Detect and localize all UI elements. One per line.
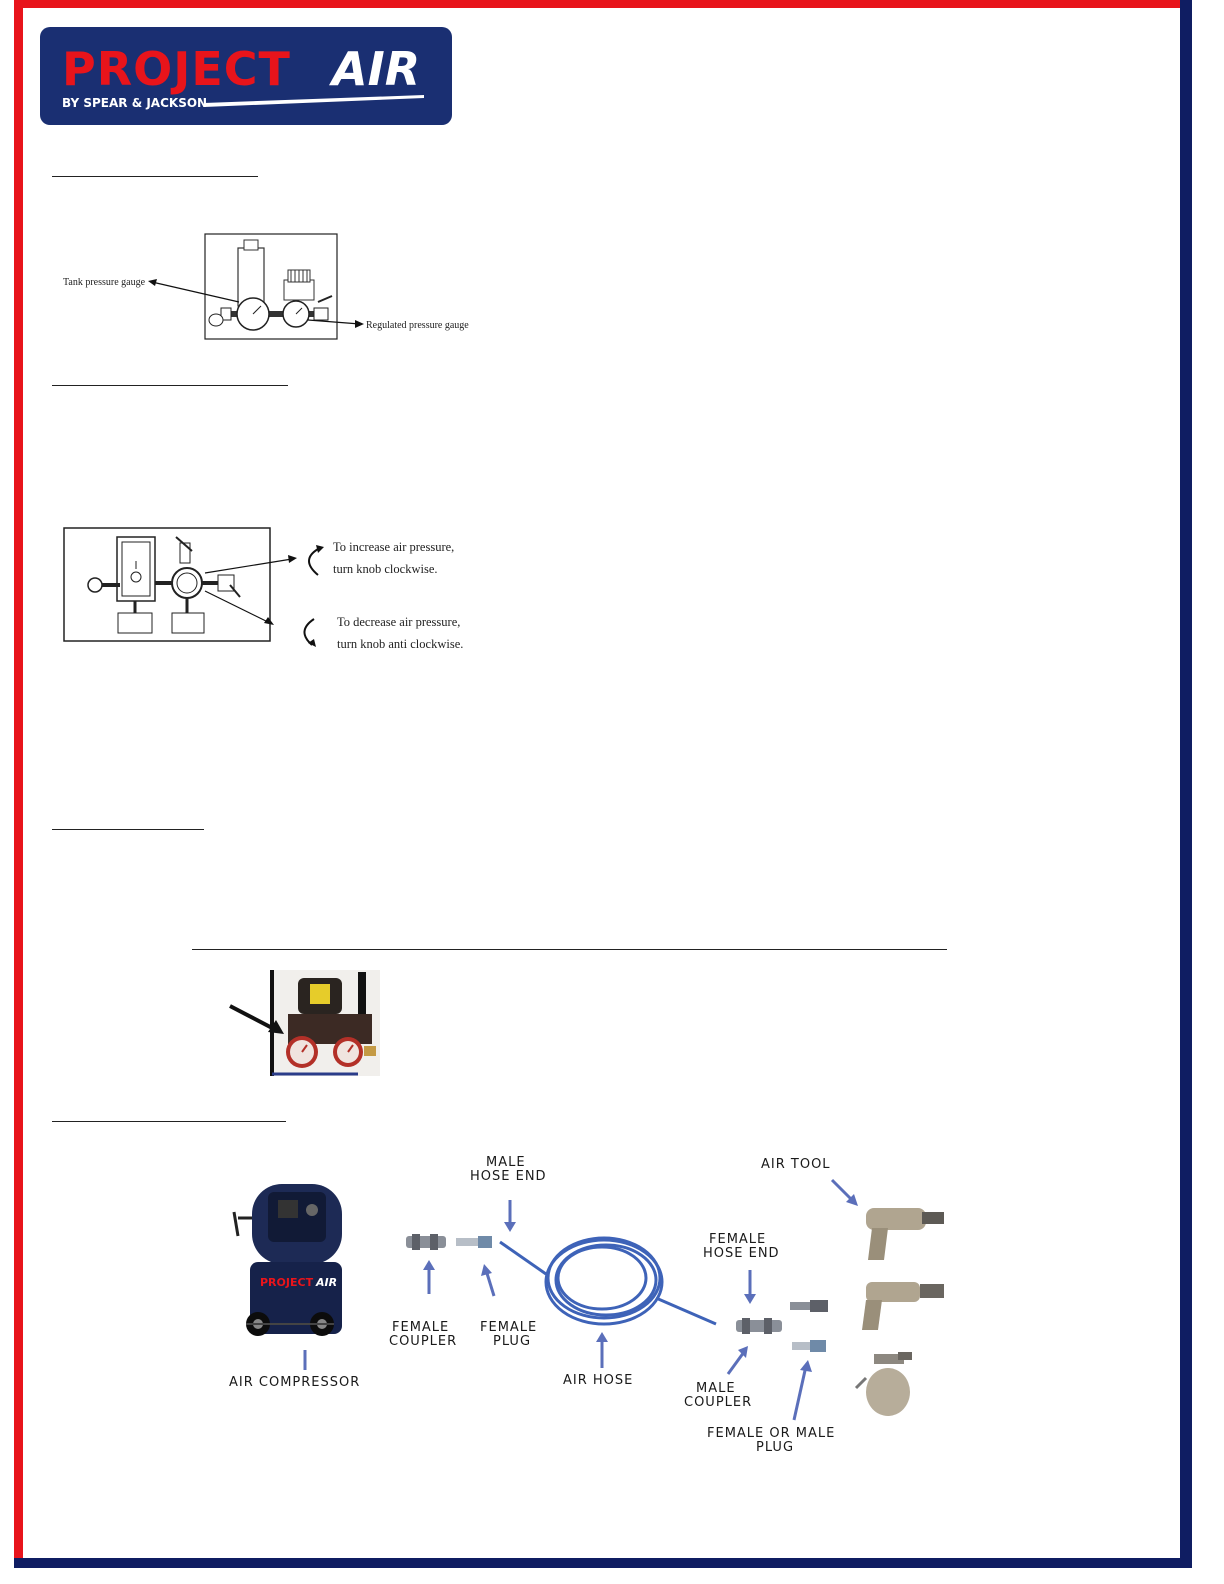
female-plug-image [456,1236,492,1248]
female-coupler-label-2: COUPLER [389,1334,457,1349]
frame-bottom-border [14,1558,1192,1568]
female-plug-label-1: FEMALE [480,1320,537,1335]
gauges-photo [229,970,380,1076]
pointer-arrow-icon [229,1004,277,1032]
section-rule-1 [52,176,258,177]
air-hose-image [499,1236,717,1326]
increase-pressure-line2: turn knob clockwise. [333,562,438,576]
male-plug-image [790,1300,828,1312]
section-rule-2 [52,385,288,386]
gauges-diagram: Tank pressure gauge Regulated pressure g… [63,233,469,340]
female-coupler-label-1: FEMALE [392,1320,449,1335]
spray-gun-image [854,1352,912,1416]
section-rule-3 [52,829,204,830]
female-hose-end-label-1: FEMALE [709,1232,766,1247]
logo-brand-right: AIR [329,42,420,96]
project-air-logo: PROJECT AIR BY SPEAR & JACKSON [40,27,452,125]
regulated-gauge-label: Regulated pressure gauge [366,320,469,331]
air-tool-label: AIR TOOL [761,1157,831,1172]
section-rule-5 [52,1121,286,1122]
decrease-pressure-line2: turn knob anti clockwise. [337,637,463,651]
regulator-knob-diagram: To increase air pressure, turn knob cloc… [63,527,463,651]
air-hose-label: AIR HOSE [563,1373,633,1388]
logo-brand-left: PROJECT [62,42,291,96]
frame-left-border [14,0,23,1568]
decrease-pressure-line1: To decrease air pressure, [337,615,460,629]
female-or-male-plug-label-1: FEMALE OR MALE [707,1426,835,1441]
male-coupler-label-2: COUPLER [684,1395,752,1410]
female-or-male-plug-label-2: PLUG [756,1440,794,1455]
increase-pressure-line1: To increase air pressure, [333,540,454,554]
air-drill-image [862,1282,944,1330]
logo-swoosh [204,95,424,107]
tank-gauge-label: Tank pressure gauge [63,277,146,288]
male-hose-end-label-2: HOSE END [470,1169,547,1184]
impact-wrench-image [866,1208,944,1260]
female-coupler-image [406,1234,446,1250]
male-hose-end-label-1: MALE [486,1155,526,1170]
frame-top-border [14,0,1184,8]
clockwise-arrow-icon [308,548,319,576]
section-rule-4 [192,949,947,950]
air-compressor-label: AIR COMPRESSOR [229,1375,360,1390]
air-connections-diagram: PROJECT AIR AIR COMPRESSOR FEMALE COUPLE… [229,1155,944,1455]
female-hose-end-label-2: HOSE END [703,1246,780,1261]
logo-tagline: BY SPEAR & JACKSON [62,96,207,110]
frame-right-border [1180,0,1192,1568]
female-plug-2-image [792,1340,826,1352]
compressor-brand: PROJECT [260,1276,314,1289]
male-coupler-label-1: MALE [696,1381,736,1396]
female-plug-label-2: PLUG [493,1334,531,1349]
compressor-brand-right: AIR [315,1276,337,1289]
male-coupler-image [736,1318,782,1334]
air-compressor-image: PROJECT AIR [232,1184,342,1336]
